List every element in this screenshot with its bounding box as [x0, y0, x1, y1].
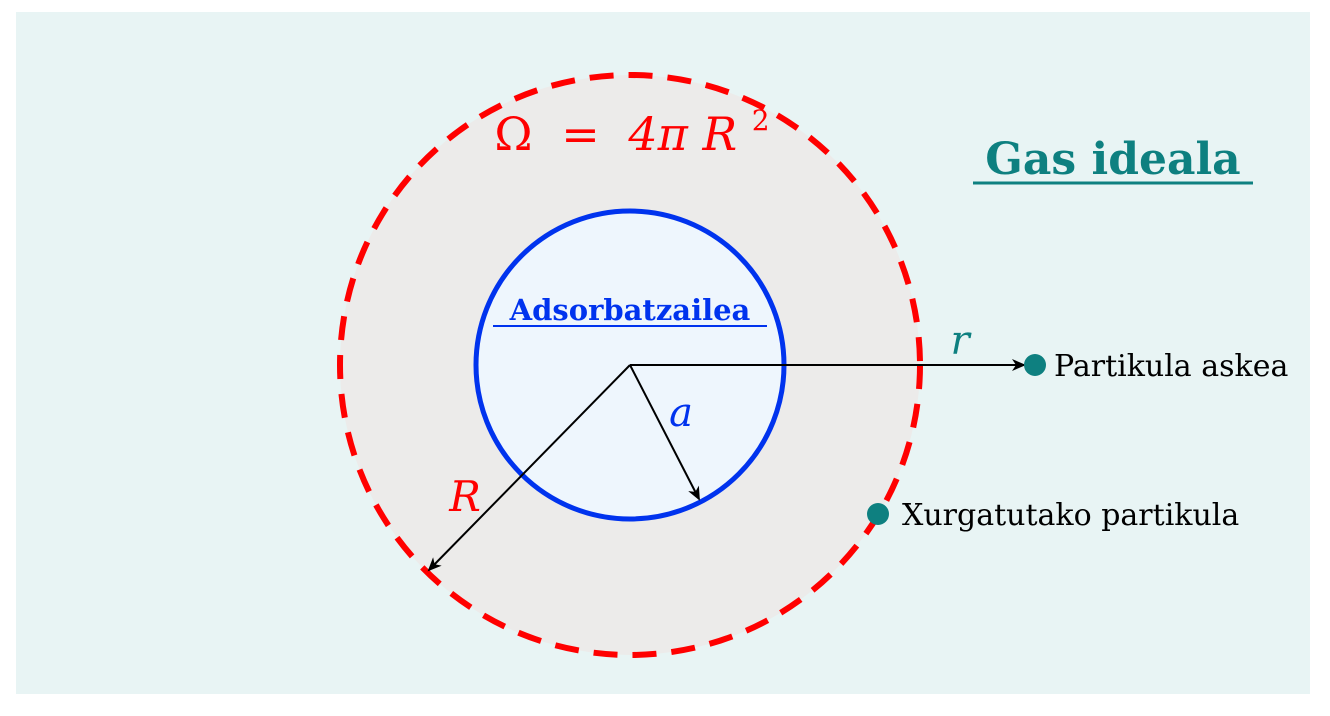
radius-R-arrow [427, 364, 631, 572]
omega-symbol: Ω [494, 107, 532, 161]
omega-var: R [701, 107, 737, 161]
omega-formula: Ω = 4π R 2 [494, 104, 769, 161]
omega-exp: 2 [752, 104, 770, 137]
label-r: r [950, 318, 972, 364]
adsorber-label: Adsorbatzailea [509, 293, 751, 327]
adsorbed-particle-label: Xurgatutako partikula [902, 498, 1239, 533]
free-particle-dot [1024, 354, 1046, 376]
omega-coef: 4π [627, 107, 688, 161]
label-a: a [669, 390, 693, 436]
radius-a-arrow [629, 364, 700, 501]
omega-equals: = [561, 107, 600, 161]
diagram-title: Gas ideala [985, 134, 1240, 185]
free-particle-label: Partikula askea [1054, 349, 1288, 384]
label-R: R [448, 472, 481, 521]
adsorbed-particle-dot [867, 503, 889, 525]
